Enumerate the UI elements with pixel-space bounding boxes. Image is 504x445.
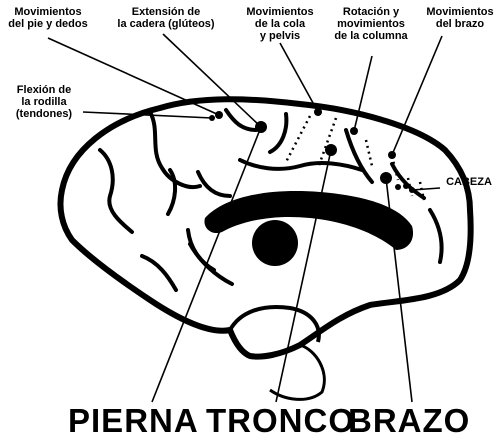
leader-lines xyxy=(47,33,443,403)
thalamus-dot xyxy=(252,220,298,266)
region-pierna: PIERNA xyxy=(68,402,199,439)
region-brazo: BRAZO xyxy=(348,402,471,439)
brain-sulci xyxy=(98,108,444,292)
brain-cerebellum-curve xyxy=(269,343,326,401)
brain-temporal-fold xyxy=(228,305,321,343)
region-tronco: TRONCO xyxy=(206,402,355,439)
label-cabeza: CABEZA xyxy=(446,176,492,188)
corpus-callosum xyxy=(204,191,414,250)
point-head-2 xyxy=(403,183,409,189)
motor-boundaries xyxy=(284,115,426,201)
point-head-1 xyxy=(395,184,401,190)
